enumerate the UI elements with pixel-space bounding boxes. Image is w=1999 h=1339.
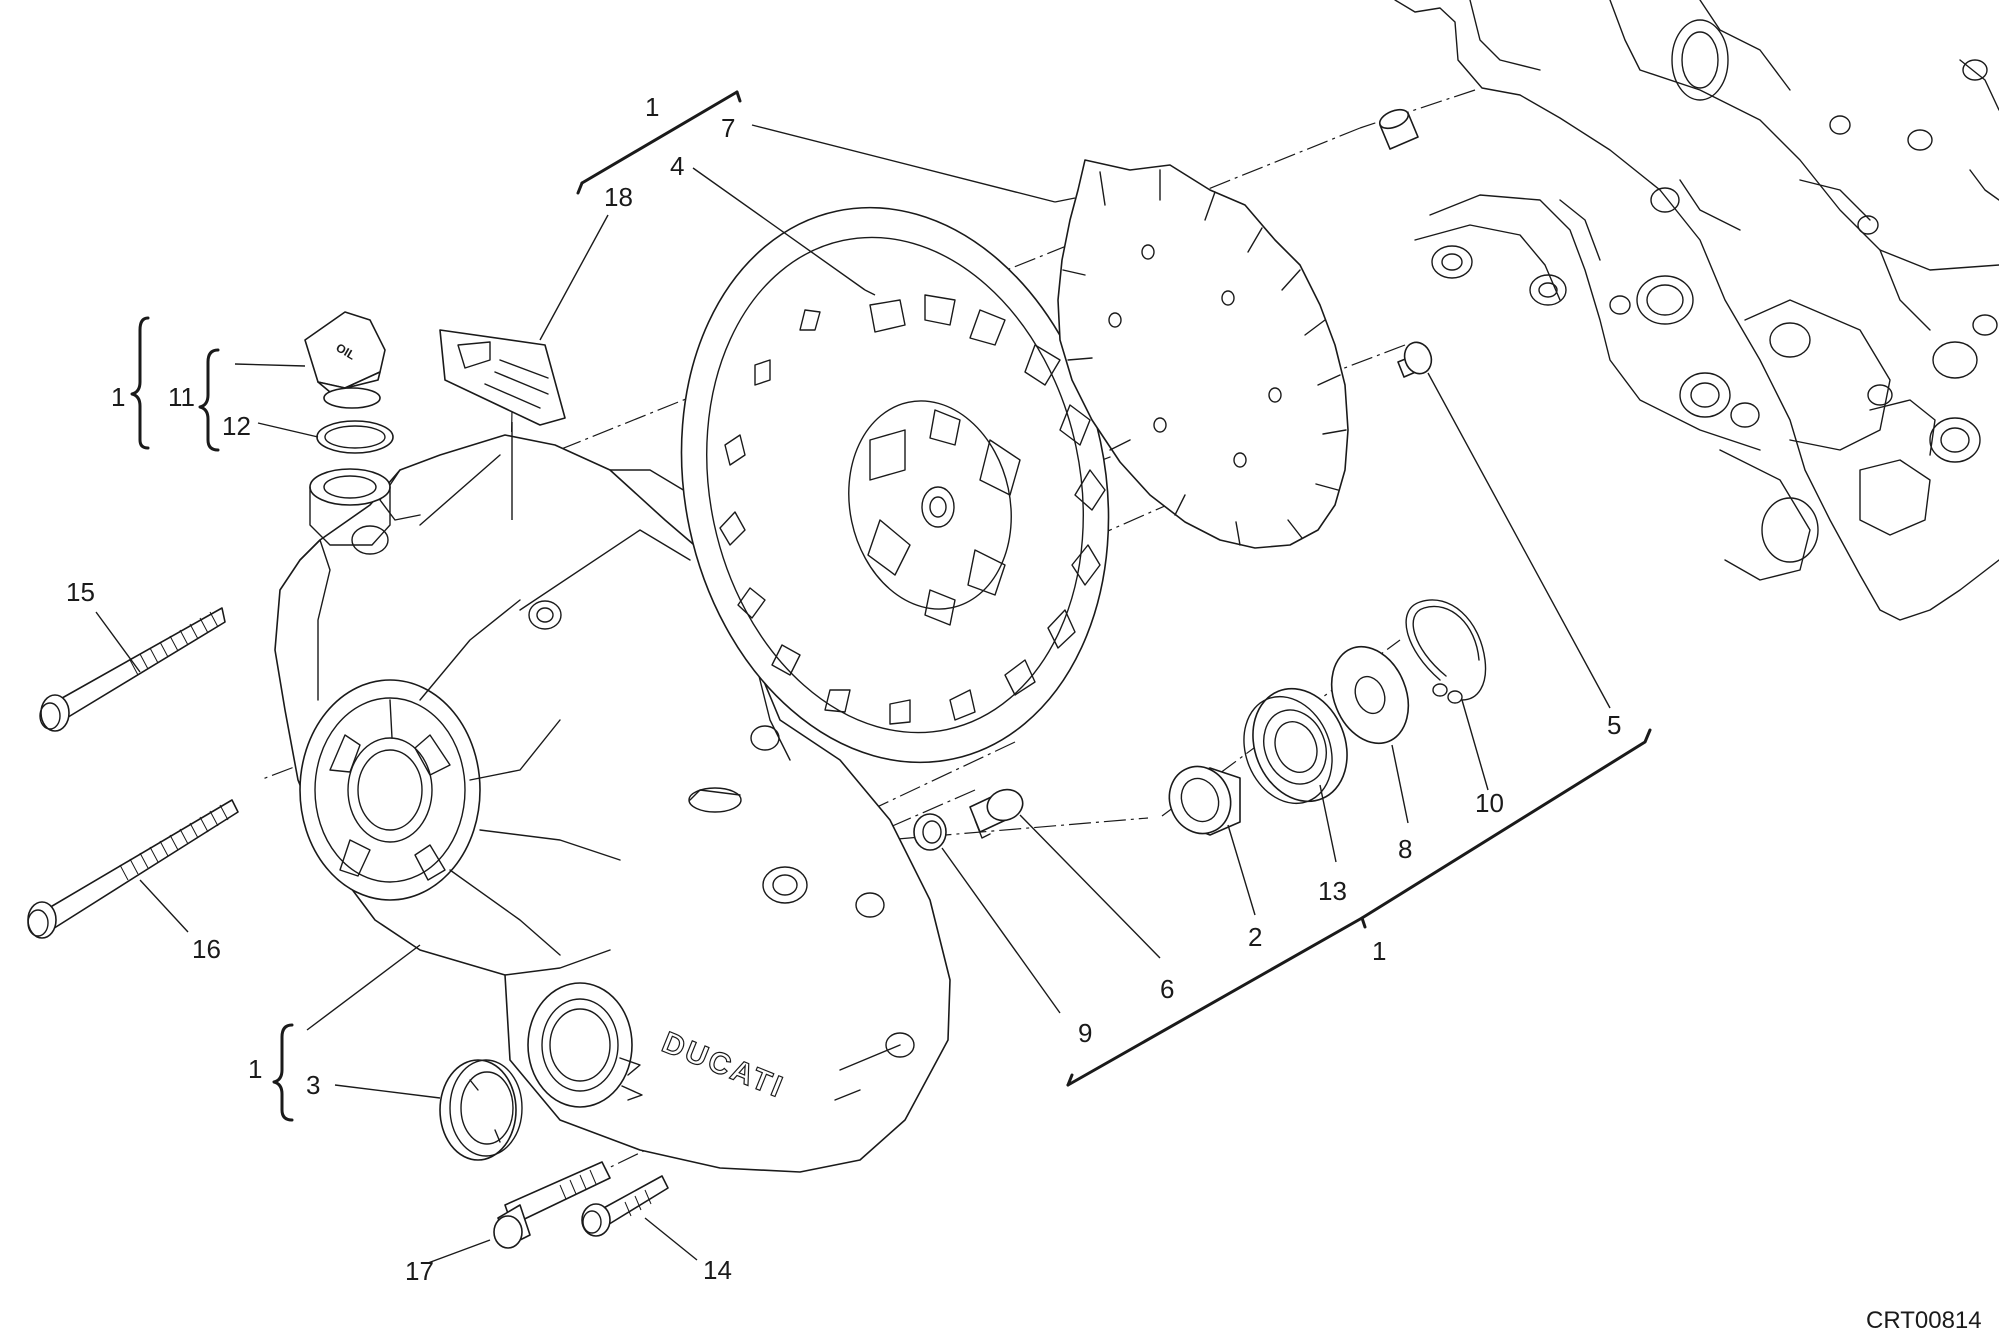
label-16: 16 bbox=[192, 934, 221, 964]
clutch-plate-drawing bbox=[1057, 159, 1349, 549]
screw-14-drawing bbox=[581, 1175, 669, 1237]
label-14: 14 bbox=[703, 1255, 732, 1285]
label-4: 4 bbox=[670, 151, 684, 181]
label-12: 12 bbox=[222, 411, 251, 441]
oil-seal-3-drawing bbox=[439, 1059, 523, 1161]
seal-ring-9-drawing bbox=[913, 813, 947, 851]
label-13: 13 bbox=[1318, 876, 1347, 906]
decal-drawing bbox=[439, 329, 566, 426]
label-9: 9 bbox=[1078, 1018, 1092, 1048]
oil-filler-cap-drawing: OIL bbox=[304, 311, 386, 409]
label-11: 11 bbox=[168, 382, 195, 412]
label-6: 6 bbox=[1160, 974, 1174, 1004]
label-2: 2 bbox=[1248, 922, 1262, 952]
label-18: 18 bbox=[604, 182, 633, 212]
plug-6-drawing bbox=[969, 788, 1024, 839]
bearing-13-drawing bbox=[1243, 687, 1348, 805]
crankcase-drawing bbox=[1394, 0, 1999, 621]
label-15: 15 bbox=[66, 577, 95, 607]
label-1-top: 1 bbox=[645, 92, 659, 122]
label-10: 10 bbox=[1475, 788, 1504, 818]
label-3: 3 bbox=[306, 1070, 320, 1100]
dowel-pin-drawing bbox=[1378, 108, 1419, 150]
washer-8-drawing bbox=[1330, 645, 1410, 745]
label-5: 5 bbox=[1607, 710, 1621, 740]
label-17: 17 bbox=[405, 1256, 434, 1286]
drawing-code: CRT00814 bbox=[1866, 1307, 1982, 1334]
label-8: 8 bbox=[1398, 834, 1412, 864]
assembly-brackets bbox=[130, 90, 1652, 1122]
screw-5-drawing bbox=[1397, 341, 1433, 378]
label-1-left: 1 bbox=[111, 382, 125, 412]
bushing-2-drawing bbox=[1168, 765, 1241, 836]
circlip-10-drawing bbox=[1405, 599, 1487, 704]
leader-lines bbox=[95, 124, 1611, 1264]
label-1-bottom: 1 bbox=[248, 1054, 262, 1084]
callout-labels: 1 7 4 18 1 11 12 15 16 1 3 17 14 5 10 8 … bbox=[66, 92, 1982, 1334]
bolt-15-drawing bbox=[39, 607, 226, 732]
label-1-right: 1 bbox=[1372, 936, 1386, 966]
filler-cap-o-ring-drawing bbox=[316, 420, 394, 454]
label-7: 7 bbox=[721, 113, 735, 143]
clutch-cover-drawing: DUCATI bbox=[274, 434, 951, 1173]
bolt-16-drawing bbox=[27, 799, 239, 939]
screw-17-drawing bbox=[493, 1161, 611, 1249]
clutch-pressure-plate-drawing bbox=[680, 206, 1110, 764]
